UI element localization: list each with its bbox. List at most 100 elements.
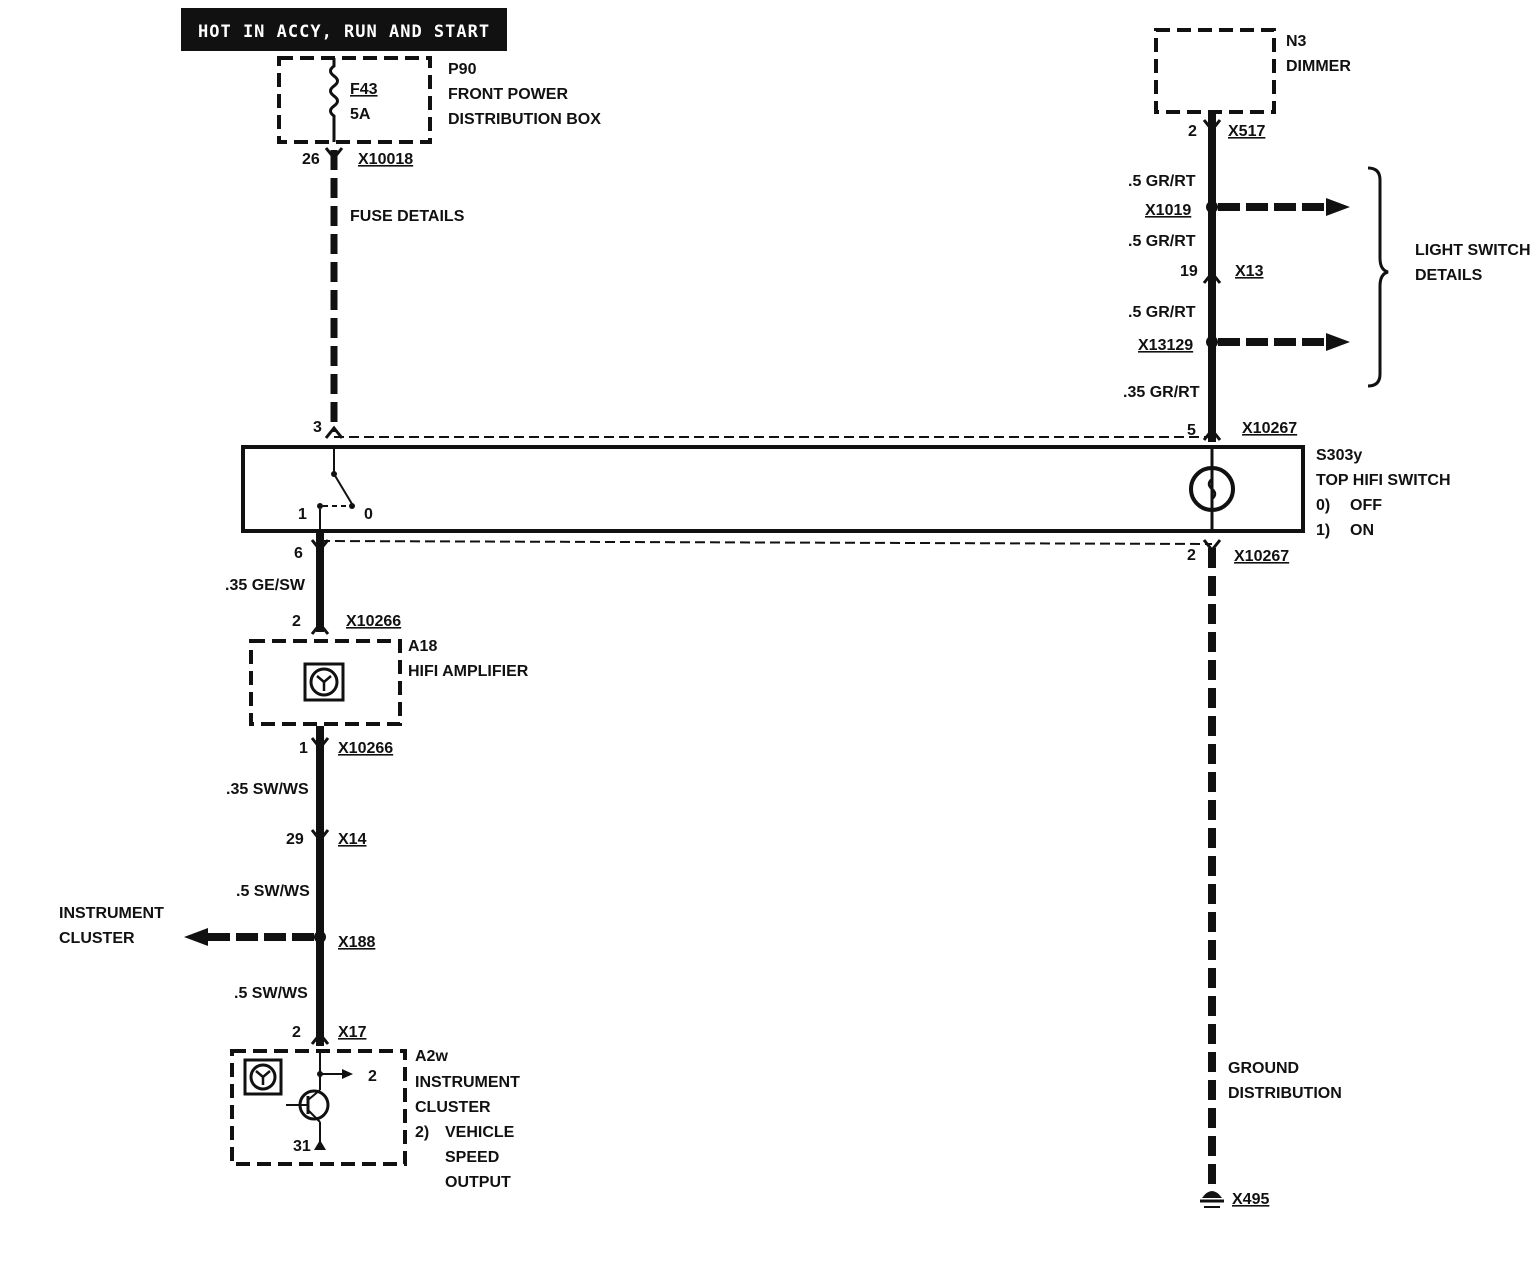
cluster-note3: OUTPUT bbox=[445, 1174, 511, 1191]
instrument-branch-line1: INSTRUMENT bbox=[59, 905, 164, 922]
fuse-box-name-line2: DISTRIBUTION BOX bbox=[448, 111, 601, 128]
switch-pos0-label: OFF bbox=[1350, 497, 1382, 514]
light-splice2: X13129 bbox=[1138, 337, 1193, 354]
cluster-name-line1: INSTRUMENT bbox=[415, 1074, 520, 1091]
light-wire1-label: .5 GR/RT bbox=[1128, 173, 1196, 190]
mechanical-link bbox=[319, 540, 1213, 545]
switch-conn-bottom-right: X10267 bbox=[1234, 548, 1289, 565]
amp-out-pin: 1 bbox=[299, 740, 308, 757]
switch-pos1-label: ON bbox=[1350, 522, 1374, 539]
connector-chevron bbox=[314, 1140, 326, 1150]
switch-contact bbox=[317, 503, 323, 509]
cluster-symbol-box bbox=[243, 1058, 283, 1096]
lamp-filament bbox=[1207, 478, 1217, 500]
ground-line1: GROUND bbox=[1228, 1060, 1299, 1077]
sw-ws-wire-label-2: .5 SW/WS bbox=[236, 883, 310, 900]
sw-ws-wire-label-3: .5 SW/WS bbox=[234, 985, 308, 1002]
dimmer-connector: X517 bbox=[1228, 123, 1265, 140]
output-arrow-icon bbox=[342, 1069, 353, 1079]
switch-contact-1: 1 bbox=[298, 506, 307, 523]
amp-name: HIFI AMPLIFIER bbox=[408, 663, 529, 680]
switch-blade bbox=[333, 473, 353, 505]
light-splice1: X1019 bbox=[1145, 202, 1191, 219]
dimmer-name: DIMMER bbox=[1286, 58, 1351, 75]
switch-pos1-num: 1) bbox=[1316, 522, 1330, 539]
arrow-left-icon bbox=[184, 928, 208, 946]
connector-chevron bbox=[310, 621, 330, 635]
cluster-pin: 2 bbox=[292, 1024, 301, 1041]
ground-icon bbox=[1202, 1191, 1222, 1198]
amplifier-symbol-box bbox=[303, 662, 345, 702]
light-details-line1: LIGHT SWITCH bbox=[1415, 242, 1530, 259]
fuse-id: F43 bbox=[350, 81, 378, 98]
switch-pin-bottom-left: 6 bbox=[294, 545, 303, 562]
connector-chevron bbox=[1202, 427, 1222, 441]
splice-dot bbox=[1206, 201, 1218, 213]
connector-chevron bbox=[310, 1031, 330, 1045]
splice-dot bbox=[314, 931, 326, 943]
switch-contact bbox=[349, 503, 355, 509]
header-banner bbox=[181, 8, 507, 51]
switch-id: S303y bbox=[1316, 447, 1362, 464]
arrow-right-icon bbox=[1326, 198, 1350, 216]
cluster-note-num: 2) bbox=[415, 1124, 429, 1141]
brace bbox=[1367, 166, 1389, 388]
switch-pin-top-left: 3 bbox=[313, 419, 322, 436]
fuse-box-connector: X10018 bbox=[358, 151, 413, 168]
light-wire3-label: .5 GR/RT bbox=[1128, 304, 1196, 321]
gauge-icon bbox=[249, 1063, 277, 1091]
sw-ws-wire-label-1: .35 SW/WS bbox=[226, 781, 309, 798]
cluster-outline bbox=[230, 1049, 407, 1166]
fuse-box-id: P90 bbox=[448, 61, 477, 78]
connector-chevron bbox=[1202, 270, 1222, 284]
instrument-branch-line2: CLUSTER bbox=[59, 930, 135, 947]
x14-connector: X14 bbox=[338, 831, 367, 848]
ground-connector: X495 bbox=[1232, 1191, 1269, 1208]
switch-conn-top-right: X10267 bbox=[1242, 420, 1297, 437]
amp-in-connector: X10266 bbox=[346, 613, 401, 630]
ge-sw-wire-label: .35 GE/SW bbox=[225, 577, 306, 594]
switch-housing bbox=[241, 445, 1305, 533]
cluster-id: A2w bbox=[415, 1048, 448, 1065]
transistor-collector bbox=[307, 1089, 321, 1101]
dimmer-id: N3 bbox=[1286, 33, 1307, 50]
light-connector: X13 bbox=[1235, 263, 1264, 280]
ground-line2: DISTRIBUTION bbox=[1228, 1085, 1342, 1102]
fuse-rating: 5A bbox=[350, 106, 371, 123]
switch-pin-top-right: 5 bbox=[1187, 422, 1196, 439]
switch-name: TOP HIFI SWITCH bbox=[1316, 472, 1451, 489]
amplifier-outline bbox=[249, 639, 402, 726]
amp-in-pin: 2 bbox=[292, 613, 301, 630]
arrow-right-icon bbox=[1326, 333, 1350, 351]
cluster-gnd-pin: 31 bbox=[293, 1138, 311, 1155]
fuse-details-label: FUSE DETAILS bbox=[350, 208, 465, 225]
fuse-box-name-line1: FRONT POWER bbox=[448, 86, 568, 103]
gauge-icon-mark bbox=[255, 1070, 271, 1085]
x14-pin: 29 bbox=[286, 831, 304, 848]
dimmer-outline bbox=[1154, 28, 1276, 114]
light-wire4-label: .35 GR/RT bbox=[1123, 384, 1200, 401]
instrument-splice: X188 bbox=[338, 934, 375, 951]
cluster-name-line2: CLUSTER bbox=[415, 1099, 491, 1116]
fuse-box-outline bbox=[277, 56, 432, 144]
cluster-connector: X17 bbox=[338, 1024, 367, 1041]
light-wire2-label: .5 GR/RT bbox=[1128, 233, 1196, 250]
fuse-box-pin: 26 bbox=[302, 151, 320, 168]
amp-out-connector: X10266 bbox=[338, 740, 393, 757]
fuse-symbol bbox=[329, 58, 339, 142]
switch-pin-bottom-right: 2 bbox=[1187, 547, 1196, 564]
connector-chevron bbox=[310, 829, 330, 843]
cluster-out-pin: 2 bbox=[368, 1068, 377, 1085]
speaker-icon bbox=[309, 667, 339, 697]
light-details-line2: DETAILS bbox=[1415, 267, 1483, 284]
speaker-icon-mark bbox=[316, 675, 332, 691]
switch-contact-0: 0 bbox=[364, 506, 373, 523]
connector-chevron bbox=[324, 425, 344, 439]
switch-pos0-num: 0) bbox=[1316, 497, 1330, 514]
cluster-note1: VEHICLE bbox=[445, 1124, 515, 1141]
header-text: HOT IN ACCY, RUN AND START bbox=[198, 22, 490, 42]
splice-dot bbox=[1206, 336, 1218, 348]
lamp-icon bbox=[1189, 466, 1235, 512]
